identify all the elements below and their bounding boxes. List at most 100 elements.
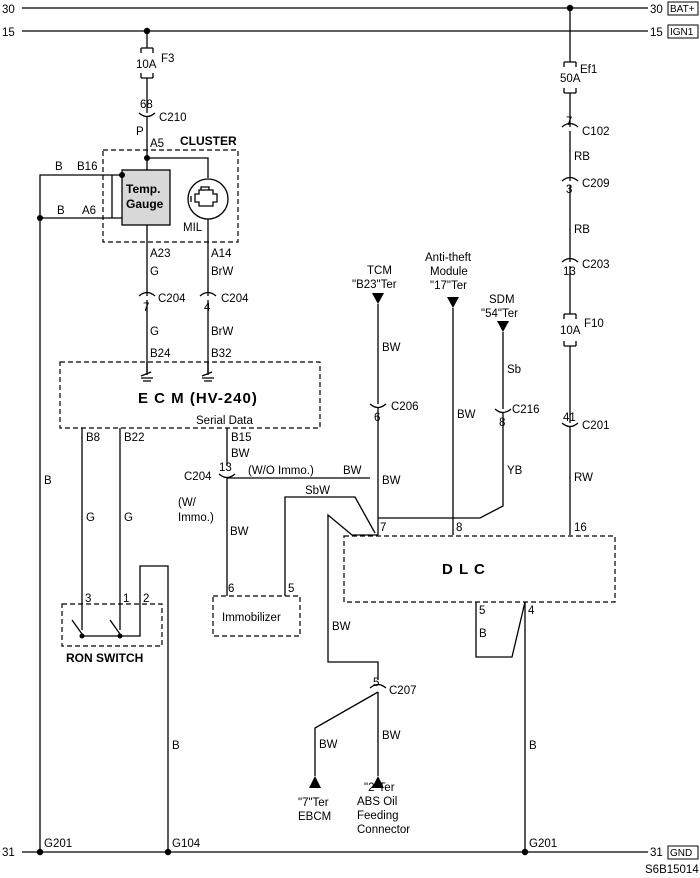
sdm-line2: "54"Ter — [481, 308, 518, 320]
ecm-title: E C M (HV-240) — [138, 390, 258, 407]
wire-wo-immo: (W/O Immo.) — [248, 465, 314, 477]
wire-rb-2: RB — [574, 224, 590, 236]
c204b-name: C204 — [221, 293, 249, 305]
dlc-module: D L C — [343, 535, 616, 603]
wire-p-label: P — [136, 126, 144, 138]
wire-bw-tcm2: BW — [382, 475, 401, 487]
connector-c209: 3 C209 — [561, 176, 610, 196]
fuse-f3: 10A F3 — [136, 47, 174, 79]
temp-gauge-line2: Gauge — [126, 197, 164, 211]
wire-rw: RW — [574, 472, 593, 484]
abs-line2: ABS Oil — [357, 796, 397, 808]
dlc-title: D L C — [442, 561, 486, 578]
c201-name: C201 — [582, 420, 610, 432]
cluster: CLUSTER Temp. Gauge MIL B B16 B A6 — [37, 134, 239, 850]
wire-brw-a14: BrW — [211, 266, 234, 278]
cluster-pin-a5: A5 — [150, 138, 164, 150]
bat-rail-num-left: 30 — [2, 4, 15, 16]
gnd-rail-num-left: 31 — [2, 847, 15, 859]
wire-bw-antitheft: BW — [457, 409, 476, 421]
ron-pin-3: 3 — [85, 593, 91, 605]
wire-b-dlc5: B — [479, 628, 487, 640]
c204c-name: C204 — [184, 471, 212, 483]
connector-c207: 5 C207 — [369, 677, 417, 697]
dlc-pin-8: 8 — [456, 522, 462, 534]
ecm-serial-data: Serial Data — [196, 415, 253, 427]
ign-rail-num-left: 15 — [2, 27, 15, 39]
immobilizer-title: Immobilizer — [222, 612, 281, 624]
c216-name: C216 — [512, 404, 540, 416]
cluster-title: CLUSTER — [180, 134, 237, 148]
sdm-terminal: SDM "54"Ter — [481, 294, 518, 332]
abs-line1: "2"Ter — [364, 782, 395, 794]
c203-name: C203 — [582, 259, 610, 271]
wire-b-dlc4: B — [529, 740, 537, 752]
fuse-f10: 10A F10 — [560, 313, 604, 347]
ecm-pin-b22: B22 — [124, 432, 144, 444]
cluster-pin-a14: A14 — [211, 248, 232, 260]
abs-line3: Feeding — [357, 810, 399, 822]
wire-g-b22: G — [124, 512, 133, 524]
wire-bw-tcm1: BW — [382, 342, 401, 354]
dlc-pin-7: 7 — [380, 522, 386, 534]
c207-name: C207 — [389, 685, 417, 697]
gnd-rail-label: GND — [670, 848, 692, 859]
wire-rb-1: RB — [574, 151, 590, 163]
connector-c216: 8 C216 — [494, 404, 540, 429]
antitheft-terminal: Anti-theft Module "17"Ter — [425, 252, 472, 308]
ecm-pin-b24: B24 — [150, 348, 171, 360]
dlc-pin-16: 16 — [574, 522, 587, 534]
mil-label: MIL — [183, 222, 203, 234]
connector-c201: 41 C201 — [561, 412, 610, 432]
c216-pin: 8 — [499, 417, 505, 429]
tcm-line2: "B23"Ter — [352, 279, 397, 291]
dlc-pin-5: 5 — [479, 605, 485, 617]
ign-rail: 15 15 IGN1 — [2, 24, 699, 39]
c209-pin: 3 — [566, 184, 572, 196]
ecm-module: E C M (HV-240) Serial Data — [59, 361, 321, 429]
ron-pin-2: 2 — [143, 593, 149, 605]
wire-yb: YB — [507, 465, 523, 477]
wire-g-a23: G — [150, 266, 159, 278]
c102-name: C102 — [582, 126, 610, 138]
ecm-pin-b8: B8 — [86, 432, 100, 444]
connector-c204-pin13: 13 C204 — [184, 462, 236, 483]
c206-name: C206 — [391, 401, 419, 413]
wire-bw-abs: BW — [382, 730, 401, 742]
ground-g201-left: G201 — [44, 838, 72, 850]
ebcm-line2: EBCM — [298, 811, 331, 823]
c204a-name: C204 — [158, 293, 186, 305]
antitheft-line2: Module — [430, 266, 468, 278]
fuse-ef1: 50A Ef1 — [560, 61, 597, 94]
ground-g201-right: G201 — [529, 838, 557, 850]
tcm-terminal: TCM "B23"Ter — [352, 265, 397, 304]
wire-w-immo-1: (W/ — [178, 497, 197, 509]
c102-pin: 7 — [566, 116, 572, 128]
sdm-line1: SDM — [489, 294, 515, 306]
wire-bw-wo: BW — [343, 465, 362, 477]
abs-terminal: "2"Ter ABS Oil Feeding Connector — [357, 776, 410, 836]
connector-c210: 68 C210 — [138, 99, 187, 124]
gnd-rail: 31 31 GND — [2, 845, 699, 860]
bat-rail: 30 30 BAT+ — [2, 1, 699, 16]
wire-bw-imm: BW — [230, 526, 249, 538]
antitheft-line1: Anti-theft — [425, 252, 472, 264]
ron-pin-1: 1 — [123, 593, 129, 605]
wire-bw-c207: BW — [332, 621, 351, 633]
fuse-ef1-rating: 50A — [560, 73, 581, 85]
cluster-pin-a6: A6 — [82, 205, 96, 217]
mil-lamp-icon — [187, 178, 229, 220]
bat-rail-label: BAT+ — [670, 4, 695, 15]
temp-gauge — [121, 169, 171, 226]
wire-w-immo-2: Immo.) — [178, 512, 214, 524]
connector-c204-pin7: 7 C204 — [138, 291, 186, 314]
wire-b-b16: B — [55, 161, 63, 173]
wire-bw-ebcm: BW — [319, 739, 338, 751]
ecm-pin-b32: B32 — [211, 348, 231, 360]
c201-pin: 41 — [563, 412, 576, 424]
diagram-id: S6B15014 — [645, 864, 699, 876]
fuse-f3-name: F3 — [161, 53, 174, 65]
connector-c102: 7 C102 — [561, 116, 610, 138]
wire-bw-b15: BW — [231, 448, 250, 460]
